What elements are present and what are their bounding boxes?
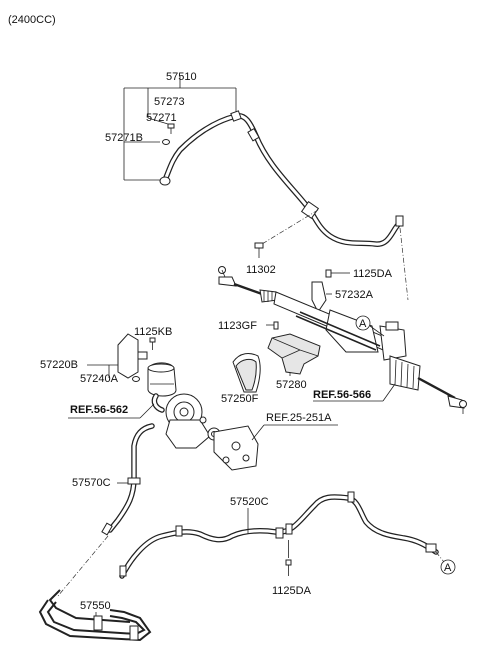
svg-text:REF.25-251A: REF.25-251A [266, 412, 332, 424]
svg-text:REF.56-562: REF.56-562 [70, 404, 128, 416]
label-1125DA-top: 1125DA [353, 268, 393, 280]
suction-hose[interactable] [151, 393, 165, 413]
cooler-tube-57550[interactable] [38, 589, 152, 642]
ref-56-562[interactable]: REF.56-562 [68, 403, 155, 419]
label-57220B: 57220B [40, 359, 78, 371]
dashline-hose-rack [399, 227, 409, 301]
label-57520C: 57520C [230, 496, 269, 508]
label-57550: 57550 [80, 600, 111, 612]
label-1125DA-bottom: 1125DA [272, 585, 312, 597]
power-steering-pump[interactable] [165, 393, 221, 449]
leader-57510 [123, 76, 237, 181]
label-57232A: 57232A [335, 289, 374, 301]
label-57271B: 57271B [105, 132, 143, 144]
dashline-return-cooler [57, 535, 109, 597]
label-57250F: 57250F [221, 393, 259, 405]
svg-text:A: A [359, 318, 367, 330]
label-57271: 57271 [146, 112, 177, 124]
return-line-57520C[interactable] [119, 491, 439, 579]
label-57240A: 57240A [80, 373, 119, 385]
label-57280: 57280 [276, 379, 307, 391]
engine-note: (2400CC) [8, 14, 56, 26]
bracket-57220B[interactable] [117, 333, 148, 379]
steering-gear-rack[interactable] [218, 266, 467, 415]
dashline-hose-bolt [261, 209, 319, 245]
bolt-11302-icon[interactable] [254, 242, 264, 258]
bolt-1123GF-icon[interactable] [266, 321, 279, 330]
nut-57240A-icon[interactable] [132, 376, 140, 382]
bolt-57271-icon[interactable] [162, 123, 175, 145]
bolt-1125KB-icon[interactable] [149, 337, 156, 350]
reservoir[interactable] [147, 362, 177, 397]
label-11302: 11302 [246, 264, 276, 276]
ref-56-566[interactable]: REF.56-566 [313, 383, 396, 402]
label-57273: 57273 [154, 96, 185, 108]
bracket-57232A[interactable] [311, 281, 327, 313]
label-57570C: 57570C [72, 477, 111, 489]
label-1123GF: 1123GF [218, 320, 257, 332]
svg-text:A: A [444, 562, 452, 574]
pump-bracket[interactable] [213, 425, 259, 471]
connector-a-bottom: A [435, 551, 456, 575]
bolt-1125DA-bottom-icon[interactable] [285, 559, 292, 576]
svg-text:REF.56-566: REF.56-566 [313, 389, 371, 401]
heat-shield-57280[interactable] [267, 333, 321, 375]
bolt-1125DA-top-icon[interactable] [325, 269, 340, 278]
connector-a-top: A [355, 315, 385, 337]
label-1125KB: 1125KB [134, 326, 172, 338]
label-57510: 57510 [166, 71, 197, 83]
pressure-hose-57510[interactable] [159, 110, 404, 247]
cover-57250F[interactable] [232, 353, 261, 393]
return-hose-57570C[interactable] [101, 423, 155, 536]
ref-25-251A[interactable]: REF.25-251A [251, 412, 338, 441]
